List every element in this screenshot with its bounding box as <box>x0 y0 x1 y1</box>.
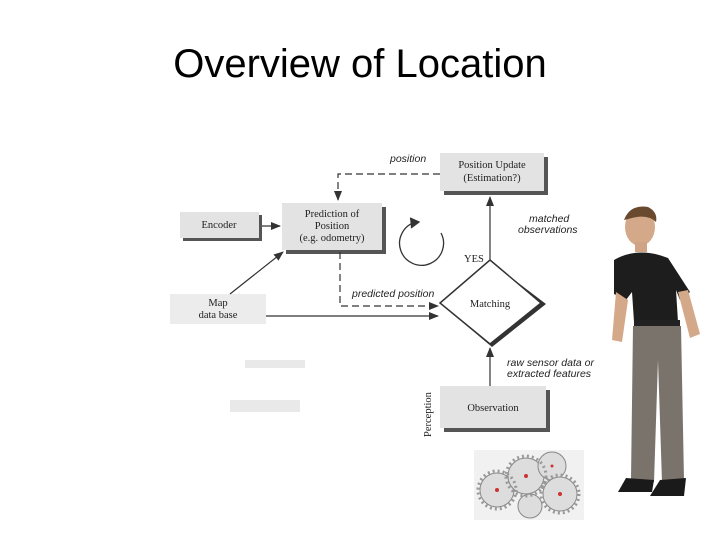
person-illustration <box>612 206 700 496</box>
map-line-2: data base <box>199 310 238 321</box>
position-update-line-1: Position Update <box>458 160 526 171</box>
map-to-prediction-arrow <box>229 251 284 295</box>
position-update-box: Position Update (Estimation?) <box>440 153 548 195</box>
position-feedback-arrow <box>334 173 440 201</box>
predicted-position-arrow <box>339 252 439 310</box>
prediction-line-1: Prediction of <box>305 209 360 220</box>
connectors <box>229 173 494 386</box>
map-database-box: Map data base <box>170 294 266 324</box>
encoder-box: Encoder <box>180 212 262 241</box>
slide-title: Overview of Location <box>173 42 547 86</box>
prediction-box: Prediction of Position (e.g. odometry) <box>282 203 386 254</box>
raw-sensor-label-1: raw sensor data or <box>507 357 594 369</box>
observation-box: Observation <box>440 386 550 432</box>
prediction-line-3: (e.g. odometry) <box>299 233 365 244</box>
raw-sensor-label-2: extracted features <box>507 368 592 380</box>
matching-label: Matching <box>470 299 511 310</box>
yes-label: YES <box>464 254 484 265</box>
position-update-line-2: (Estimation?) <box>463 173 521 184</box>
observation-label: Observation <box>467 403 519 414</box>
perception-label: Perception <box>423 391 434 437</box>
matched-label-1: matched <box>529 213 570 225</box>
prediction-line-2: Position <box>315 221 350 232</box>
gear-robot-illustration <box>474 450 584 520</box>
matched-label-2: observations <box>518 224 578 236</box>
predicted-position-label: predicted position <box>351 288 434 300</box>
matching-diamond: Matching <box>438 259 546 347</box>
map-line-1: Map <box>208 298 227 309</box>
cycle-arrow-icon <box>398 217 445 266</box>
scan-artifacts <box>230 360 305 412</box>
encoder-label: Encoder <box>202 220 237 231</box>
position-label: position <box>389 153 426 165</box>
